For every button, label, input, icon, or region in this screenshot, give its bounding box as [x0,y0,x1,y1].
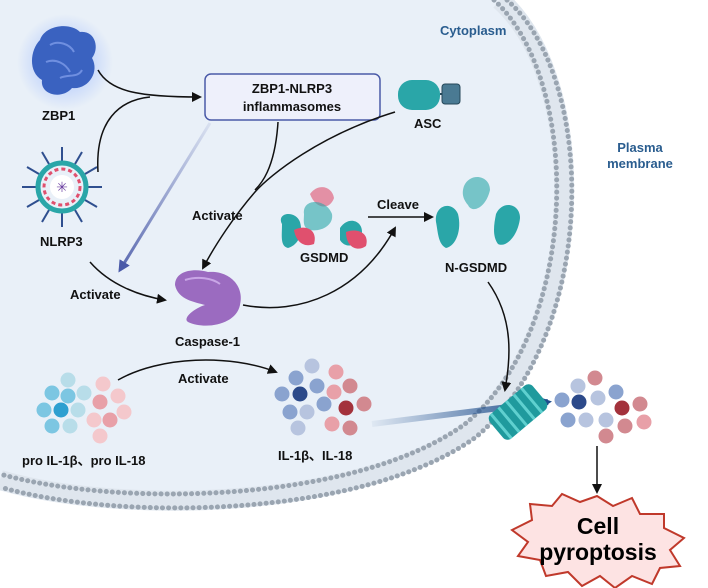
activate-label-bottom: Activate [178,371,229,386]
caspase1-label: Caspase-1 [175,334,240,349]
gsdmd-pore-icon [488,384,548,440]
pro-il-label: pro IL-1β、pro IL-18 [22,453,146,468]
arrow-ngsdmd-to-pore [487,281,512,392]
caspase1-icon [175,270,241,326]
gsdmd-icon [280,187,367,249]
gsdmd-label: GSDMD [300,250,348,265]
plasma-membrane-label-line1: Plasma [617,140,663,155]
zbp1-label: ZBP1 [42,108,75,123]
pro-il-cluster [36,372,132,444]
n-gsdmd-label: N-GSDMD [445,260,507,275]
arrow-caspase-to-gsdmd [242,226,396,309]
inflammasome-label-line1: ZBP1-NLRP3 [252,81,332,96]
cleave-label: Cleave [377,197,419,212]
inflammasome-label-line2: inflammasomes [243,99,341,114]
inflammasome-box: ZBP1-NLRP3 inflammasomes [204,73,381,121]
nlrp3-icon: ✳ [22,147,102,227]
arrow-zbp1-to-inflammasome [97,69,202,102]
il-label: IL-1β、IL-18 [278,448,352,463]
arrow-nlrp3-to-inflammasome [97,96,151,173]
svg-text:✳: ✳ [56,180,68,196]
n-gsdmd-icon [435,176,520,248]
activate-label-left: Activate [70,287,121,302]
released-il-cluster [554,370,652,444]
activate-label-mid: Activate [192,208,243,223]
asc-icon [398,80,461,110]
zbp1-protein-icon [17,14,113,110]
arrow-inflammasome-to-caspase [118,122,212,273]
nlrp3-label: NLRP3 [40,234,83,249]
cell-pyroptosis-badge: Cell pyroptosis [510,492,686,588]
plasma-membrane [0,0,575,511]
arrow-asc-to-caspase [202,111,396,270]
cell-pyroptosis-label-line2: pyroptosis [539,539,657,565]
cell-pyroptosis-label-line1: Cell [577,513,619,539]
arrow-pro-il-to-il [117,359,278,381]
arrow-nlrp3-to-caspase [89,261,167,304]
cytoplasm-label: Cytoplasm [440,23,506,38]
il-cluster [274,358,372,436]
cytoplasm-region [0,0,565,501]
asc-label: ASC [414,116,442,131]
arrow-inflammasome-curve [254,121,279,191]
plasma-membrane-label-line2: membrane [607,156,673,171]
